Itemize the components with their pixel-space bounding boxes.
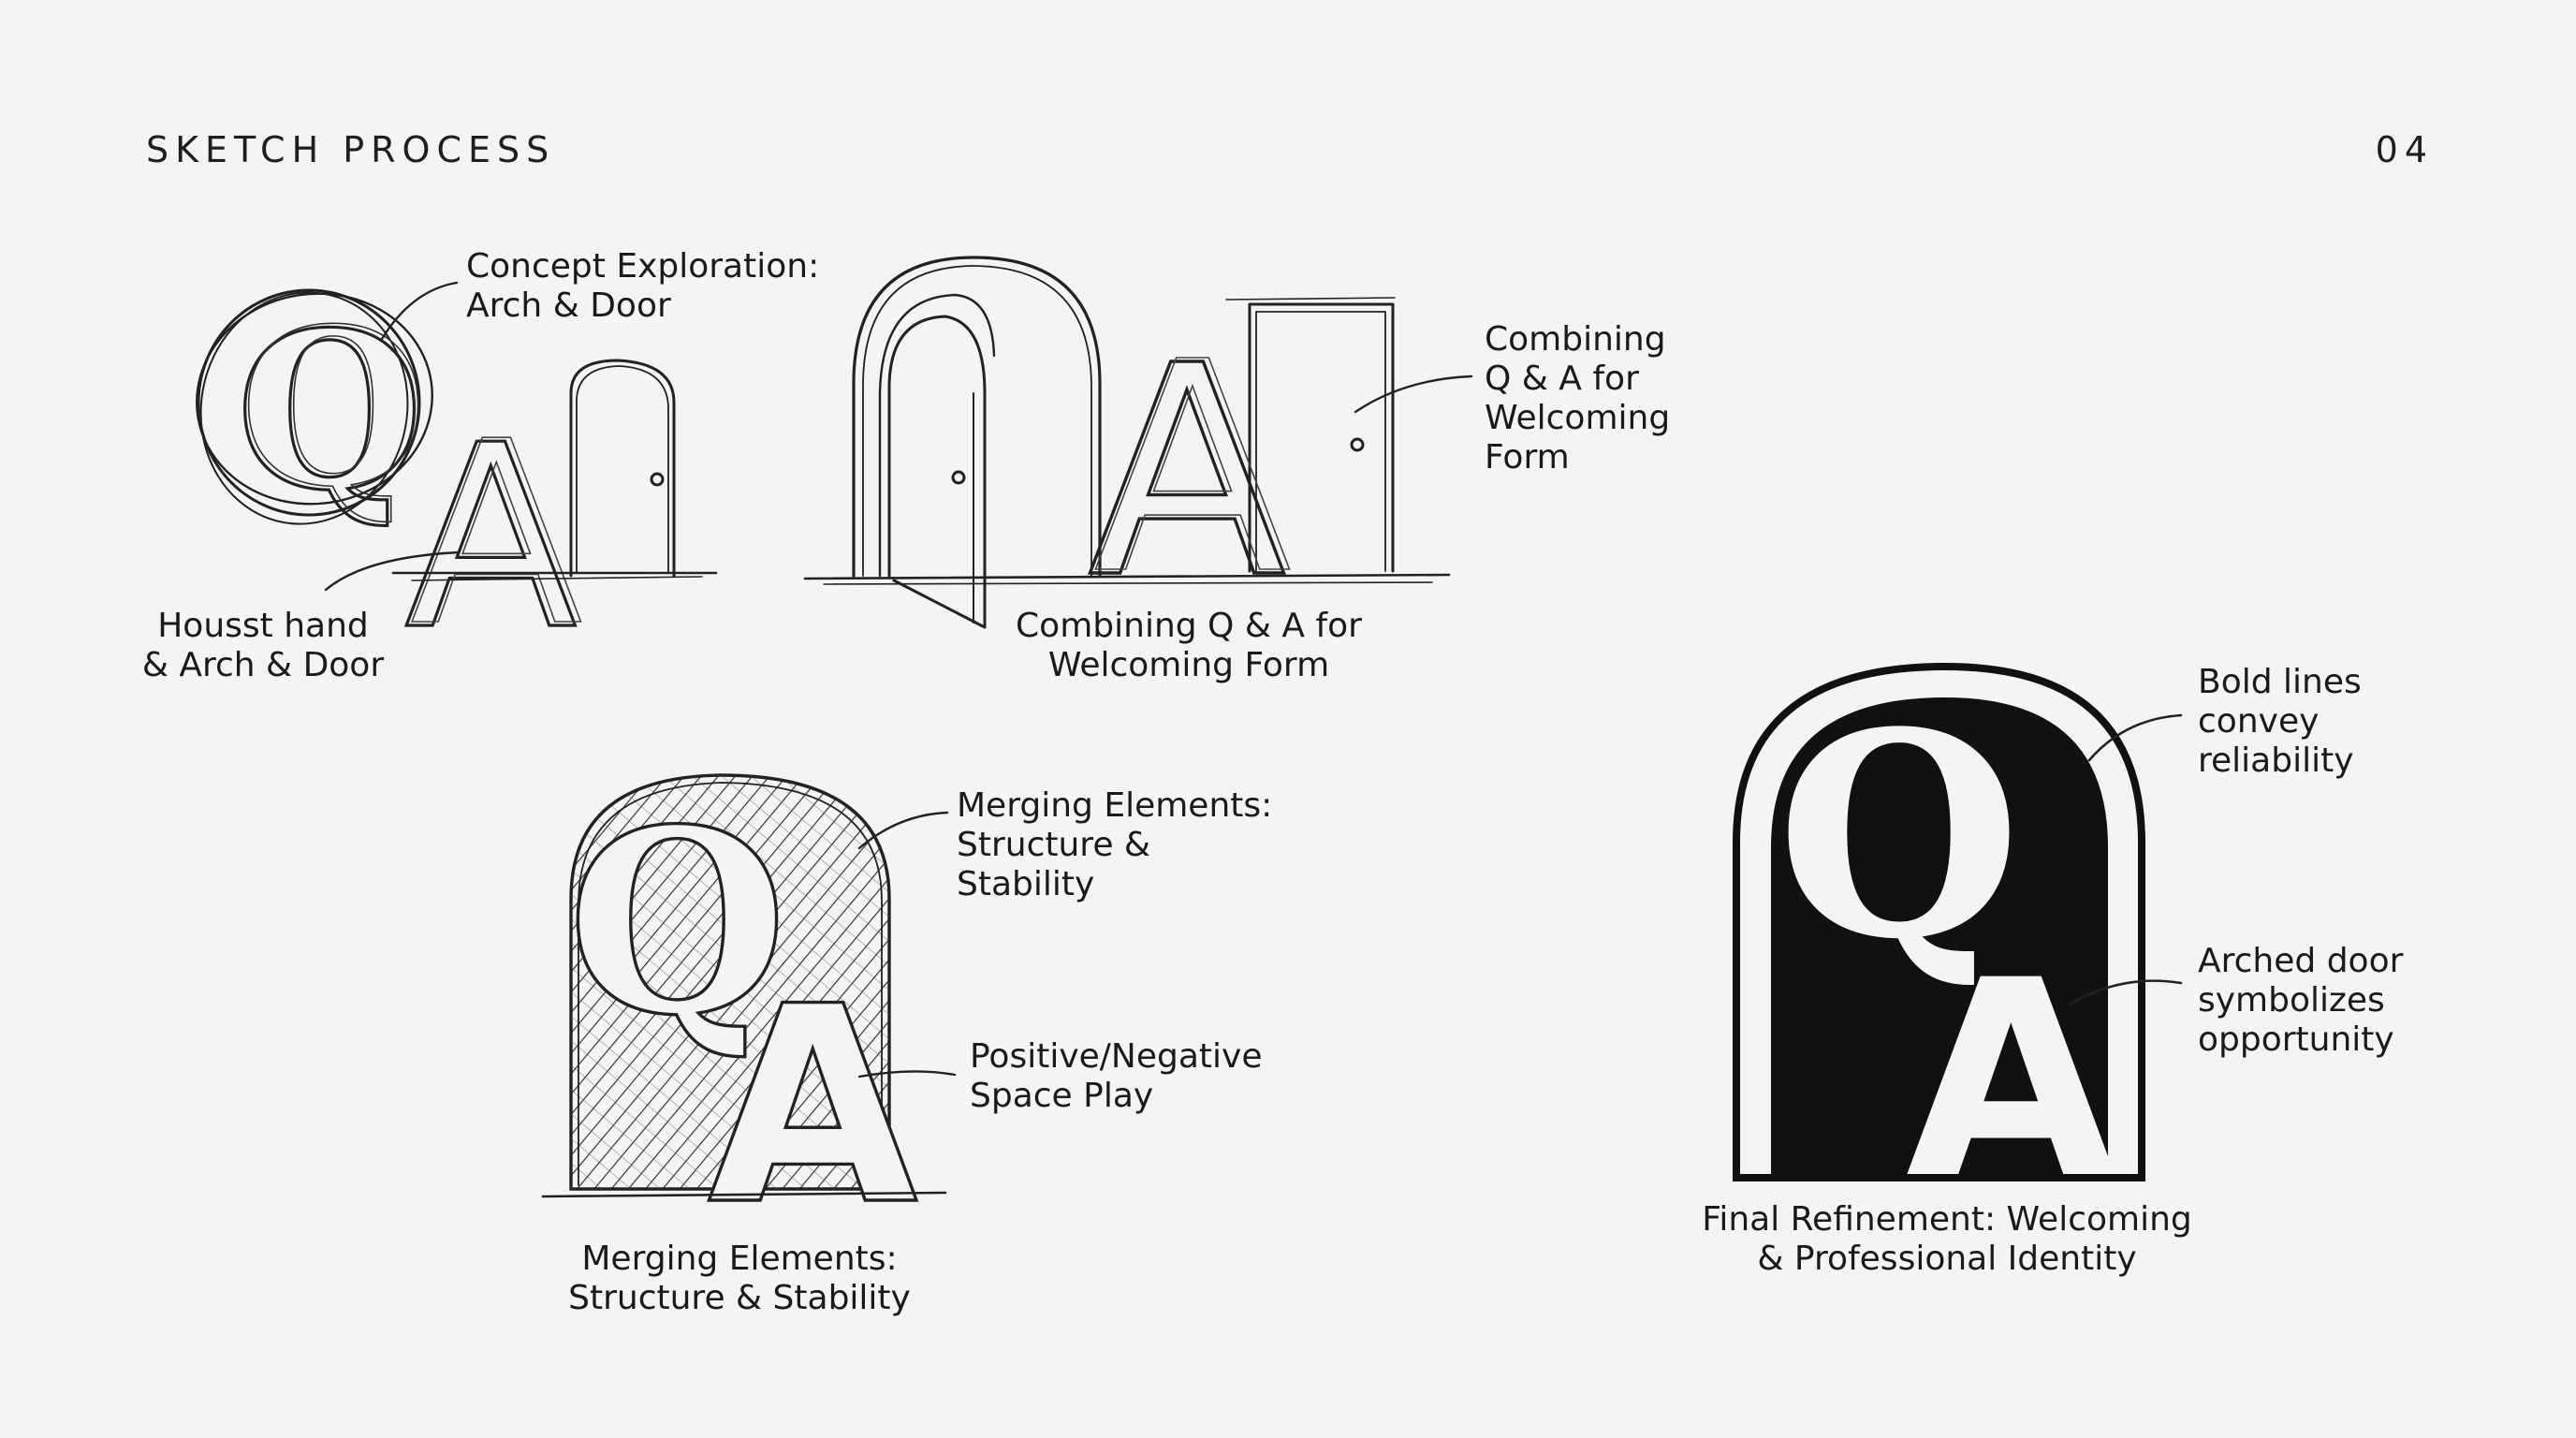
sketch-3-arch-echo — [578, 782, 883, 1186]
sketch-3-ground-line — [541, 1191, 947, 1198]
sketch-2-a-glyph: A — [1088, 304, 1287, 642]
sketch-1-door-outline — [569, 359, 676, 578]
section-title: SKETCH PROCESS — [146, 129, 556, 170]
sketch-1-door-knob — [650, 472, 665, 487]
sketch-2-arch-outer-2 — [862, 265, 1092, 577]
sketch-1-leader-bottom — [324, 550, 461, 592]
sketch-1-q-glyph: Q — [236, 286, 423, 538]
final-annotation-top: Bold lines convey reliability — [2198, 663, 2362, 780]
sketch-2-annotation-right: Combining Q & A for Welcoming Form — [1485, 320, 1671, 477]
final-caption: Final Refinement: Welcoming & Profession… — [1702, 1200, 2192, 1278]
sketch-2-rect-door-2 — [1255, 311, 1386, 572]
sketch-1-circle-stroke — [197, 288, 421, 517]
sketch-1-ground-line-2 — [411, 576, 703, 581]
final-arch-outer-border — [1733, 662, 2145, 1181]
sketch-2-leader — [1354, 374, 1473, 414]
final-q-glyph: Q — [1777, 670, 2021, 1001]
final-logo: Q A — [1733, 662, 2183, 1239]
sketch-2-ground-line-2 — [823, 581, 1433, 585]
sketch-3-annotation-top: Merging Elements: Structure & Stability — [957, 786, 1273, 903]
sketch-1-circle-stroke-2 — [196, 292, 433, 506]
sketch-1-leader-top — [380, 281, 459, 341]
sketch-3-a-glyph: A — [708, 949, 920, 1265]
sketch-3-arch-crosshatch — [571, 775, 889, 1189]
sketch-2-ground-line — [803, 573, 1451, 580]
sketch-3-annotation-mid: Positive/Negative Space Play — [970, 1037, 1263, 1115]
sketch-2-rect-door-top — [1225, 297, 1396, 301]
sketch-2-a-glyph-echo: A — [1093, 301, 1293, 638]
sketch-1-a-glyph-echo: A — [410, 387, 584, 682]
sketch-3-leader-mid — [857, 1070, 957, 1078]
final-a-glyph: A — [1906, 923, 2118, 1239]
sketch-1-circle-stroke-3 — [199, 291, 409, 525]
sketch-2: A A — [803, 256, 1473, 644]
sketch-1-door-outline-2 — [576, 365, 669, 574]
sketch-3: Q A — [541, 771, 957, 1267]
sketch-1-annotation-top: Concept Exploration: Arch & Door — [466, 247, 820, 325]
sketch-2-door-leaf — [887, 315, 987, 629]
sketch-1-annotation-bottom: Housst hand & Arch & Door — [141, 607, 385, 684]
sketch-2-rect-door-knob — [1350, 437, 1365, 452]
sketch-2-caption: Combining Q & A for Welcoming Form — [1016, 607, 1362, 684]
page-number: 04 — [2375, 129, 2434, 170]
sketch-3-leader-top — [857, 811, 949, 850]
sketch-1-q-glyph-echo: Q — [240, 282, 427, 535]
sketch-2-arch-outer — [852, 256, 1102, 578]
sketch-1: Q Q A A — [196, 281, 718, 687]
sketch-2-rect-door — [1248, 302, 1395, 573]
sketch-2-arch-inner — [878, 293, 996, 578]
sketch-3-q-glyph: Q — [567, 773, 787, 1071]
sketch-2-door-knob — [951, 470, 966, 485]
sketch-1-a-glyph: A — [404, 390, 578, 685]
final-arch-fill — [1771, 697, 2108, 1174]
final-leader-mid — [2069, 979, 2183, 1005]
final-leader-top — [2087, 713, 2183, 762]
sketch-3-caption: Merging Elements: Structure & Stability — [568, 1240, 911, 1317]
final-annotation-mid: Arched door symbolizes opportunity — [2198, 942, 2404, 1059]
